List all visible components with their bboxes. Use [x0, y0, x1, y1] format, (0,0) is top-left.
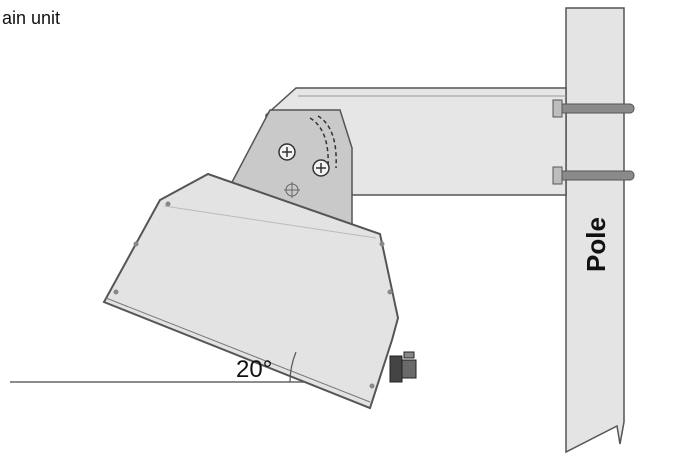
main-unit-label: ain unit [2, 8, 60, 28]
angle-label: 20° [236, 356, 272, 383]
main-unit-housing [102, 172, 400, 410]
u-bolt-lower [552, 166, 635, 185]
screw-icon [278, 143, 296, 161]
pole [565, 7, 625, 454]
cable-connector-icon [389, 351, 417, 383]
u-bolt-upper [552, 99, 635, 118]
pivot-icon [284, 182, 300, 198]
pole-label: Pole [581, 217, 611, 272]
angle-arc [289, 351, 297, 383]
screw-icon [312, 159, 330, 177]
